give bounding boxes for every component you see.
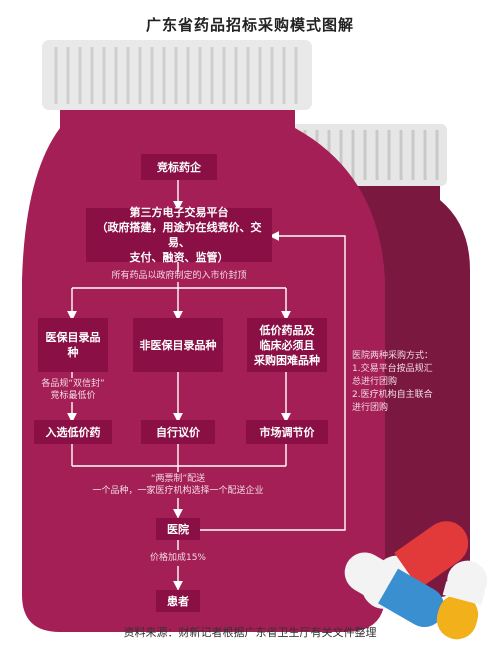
platform-desc-2: 支付、融资、监管） bbox=[129, 251, 229, 264]
side-note-line2: 1.交易平台按品规汇 bbox=[352, 364, 433, 374]
category-low-price-essential: 低价药品及 临床必须且 采购困难品种 bbox=[247, 318, 327, 372]
category-medical-insurance: 医保目录品种 bbox=[38, 318, 108, 372]
trading-platform-box: 第三方电子交易平台 （政府搭建，用途为在线竞价、交易、 支付、融资、监管） bbox=[86, 206, 272, 264]
flow-connectors bbox=[67, 180, 346, 591]
price-selected-low: 入选低价药 bbox=[34, 420, 112, 444]
double-envelope-note: 各品规“双信封” 竞标最低价 bbox=[28, 378, 118, 402]
cat3-line3: 采购困难品种 bbox=[254, 353, 320, 367]
cat3-line1: 低价药品及 bbox=[259, 323, 315, 337]
bottle-cap bbox=[42, 40, 312, 110]
hospital-box: 医院 bbox=[156, 518, 200, 540]
two-invoice-note: “两票制”配送 一个品种，一家医疗机构选择一个配送企业 bbox=[70, 473, 286, 497]
price-market-adjusted: 市场调节价 bbox=[246, 420, 328, 444]
capsule-blue-white bbox=[344, 552, 445, 627]
price-ceiling-note: 所有药品以政府制定的入市价封顶 bbox=[111, 271, 247, 281]
markup-note: 价格加成15% bbox=[149, 553, 206, 563]
side-note-line5: 进行团购 bbox=[352, 403, 389, 413]
bidding-companies-box: 竞标药企 bbox=[141, 154, 217, 180]
platform-title: 第三方电子交易平台 bbox=[129, 206, 229, 219]
side-note-line4: 2.医疗机构自主联合 bbox=[352, 390, 433, 400]
platform-desc-1: （政府搭建，用途为在线竞价、交易、 bbox=[96, 221, 262, 249]
price-self-negotiated: 自行议价 bbox=[141, 420, 215, 444]
page-title: 广东省药品招标采购模式图解 bbox=[145, 16, 354, 34]
category-non-insurance: 非医保目录品种 bbox=[133, 318, 223, 372]
source-caption: 资料来源：财新记者根据广东省卫生厅有关文件整理 bbox=[123, 626, 377, 639]
side-note-line1: 医院两种采购方式： bbox=[352, 351, 434, 361]
side-note-line3: 总进行团购 bbox=[352, 377, 398, 387]
cat3-line2: 临床必须且 bbox=[259, 338, 315, 352]
two-invoice-line2: 一个品种，一家医疗机构选择一个配送企业 bbox=[92, 486, 264, 496]
double-envelope-line1: 各品规“双信封” bbox=[41, 379, 105, 389]
capsule-yellow-white bbox=[436, 560, 488, 640]
two-invoice-line1: “两票制”配送 bbox=[150, 474, 206, 484]
hospital-purchase-methods-note: 医院两种采购方式： 1.交易平台按品规汇 总进行团购 2.医疗机构自主联合 进行… bbox=[352, 350, 452, 415]
double-envelope-line2: 竞标最低价 bbox=[50, 391, 96, 401]
patient-box: 患者 bbox=[156, 590, 200, 612]
